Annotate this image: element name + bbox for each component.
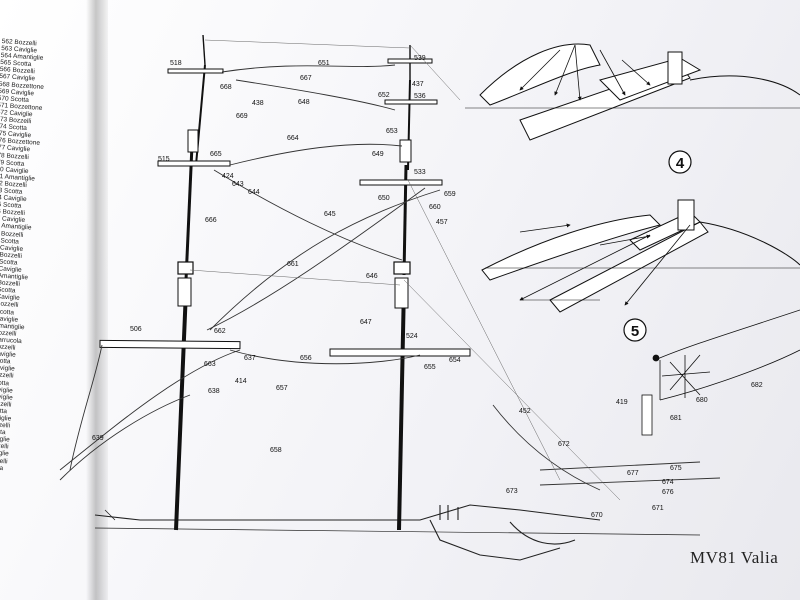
- part-label: 647: [360, 319, 372, 326]
- part-label: 659: [444, 191, 456, 198]
- part-label: 660: [429, 204, 441, 211]
- detail-marker-4: 4: [668, 150, 692, 174]
- part-label: 656: [300, 355, 312, 362]
- part-label: 676: [662, 489, 674, 496]
- part-label: 536: [414, 93, 426, 100]
- part-label: 655: [424, 364, 436, 371]
- part-label: 643: [232, 181, 244, 188]
- part-label: 680: [696, 397, 708, 404]
- detail-marker-5: 5: [623, 318, 647, 342]
- part-label: 662: [214, 328, 226, 335]
- part-label: 515: [158, 156, 170, 163]
- part-label: 648: [298, 99, 310, 106]
- part-label: 681: [670, 415, 682, 422]
- part-label: 539: [414, 55, 426, 62]
- part-label: 652: [378, 92, 390, 99]
- part-label: 419: [616, 399, 628, 406]
- part-labels: 518 651 667 668 438 669 648 539 437 652 …: [92, 55, 763, 519]
- part-label: 637: [244, 355, 256, 362]
- part-label: 671: [652, 505, 664, 512]
- part-label: 677: [627, 470, 639, 477]
- part-label: 663: [204, 361, 216, 368]
- part-label: 533: [414, 169, 426, 176]
- yards: [99, 58, 471, 357]
- part-label: 654: [449, 357, 461, 364]
- part-label: 414: [235, 378, 247, 385]
- part-label: 524: [406, 333, 418, 340]
- part-label: 673: [506, 488, 518, 495]
- part-label: 670: [591, 512, 603, 519]
- svg-text:4: 4: [676, 155, 685, 172]
- part-label: 668: [220, 84, 232, 91]
- part-label: 665: [210, 151, 222, 158]
- part-label: 438: [252, 100, 264, 107]
- part-label: 638: [208, 388, 220, 395]
- part-label: 644: [248, 189, 260, 196]
- part-label: 666: [205, 217, 217, 224]
- part-label: 657: [276, 385, 288, 392]
- part-label: 424: [222, 173, 234, 180]
- part-label: 645: [324, 211, 336, 218]
- part-label: 664: [287, 135, 299, 142]
- part-label: 682: [751, 382, 763, 389]
- part-label: 518: [170, 60, 182, 67]
- part-label: 674: [662, 479, 674, 486]
- stays: [189, 39, 621, 501]
- part-label: 457: [436, 219, 448, 226]
- plan-title: MV81 Valia: [690, 548, 779, 567]
- part-label: 650: [378, 195, 390, 202]
- detail-5-flag: [641, 309, 800, 436]
- detail-drawings: [465, 43, 800, 313]
- part-label: 653: [386, 128, 398, 135]
- part-label: 506: [130, 326, 142, 333]
- rigging-lines: [59, 64, 721, 491]
- part-label: 672: [558, 441, 570, 448]
- svg-text:5: 5: [631, 323, 639, 340]
- rigging-arrows: [519, 44, 691, 306]
- part-label: 651: [318, 60, 330, 67]
- part-label: 667: [300, 75, 312, 82]
- foremast: [174, 34, 206, 531]
- page-gutter: [86, 0, 108, 600]
- hull: [94, 504, 701, 561]
- part-label: 646: [366, 273, 378, 280]
- part-label: 639: [92, 435, 104, 442]
- part-label: 649: [372, 151, 384, 158]
- part-label: 675: [670, 465, 682, 472]
- part-label: 452: [519, 408, 531, 415]
- part-label: 661: [287, 261, 299, 268]
- part-label: 437: [412, 81, 424, 88]
- part-label: 658: [270, 447, 282, 454]
- part-label: 669: [236, 113, 248, 120]
- mainmast: [393, 45, 412, 531]
